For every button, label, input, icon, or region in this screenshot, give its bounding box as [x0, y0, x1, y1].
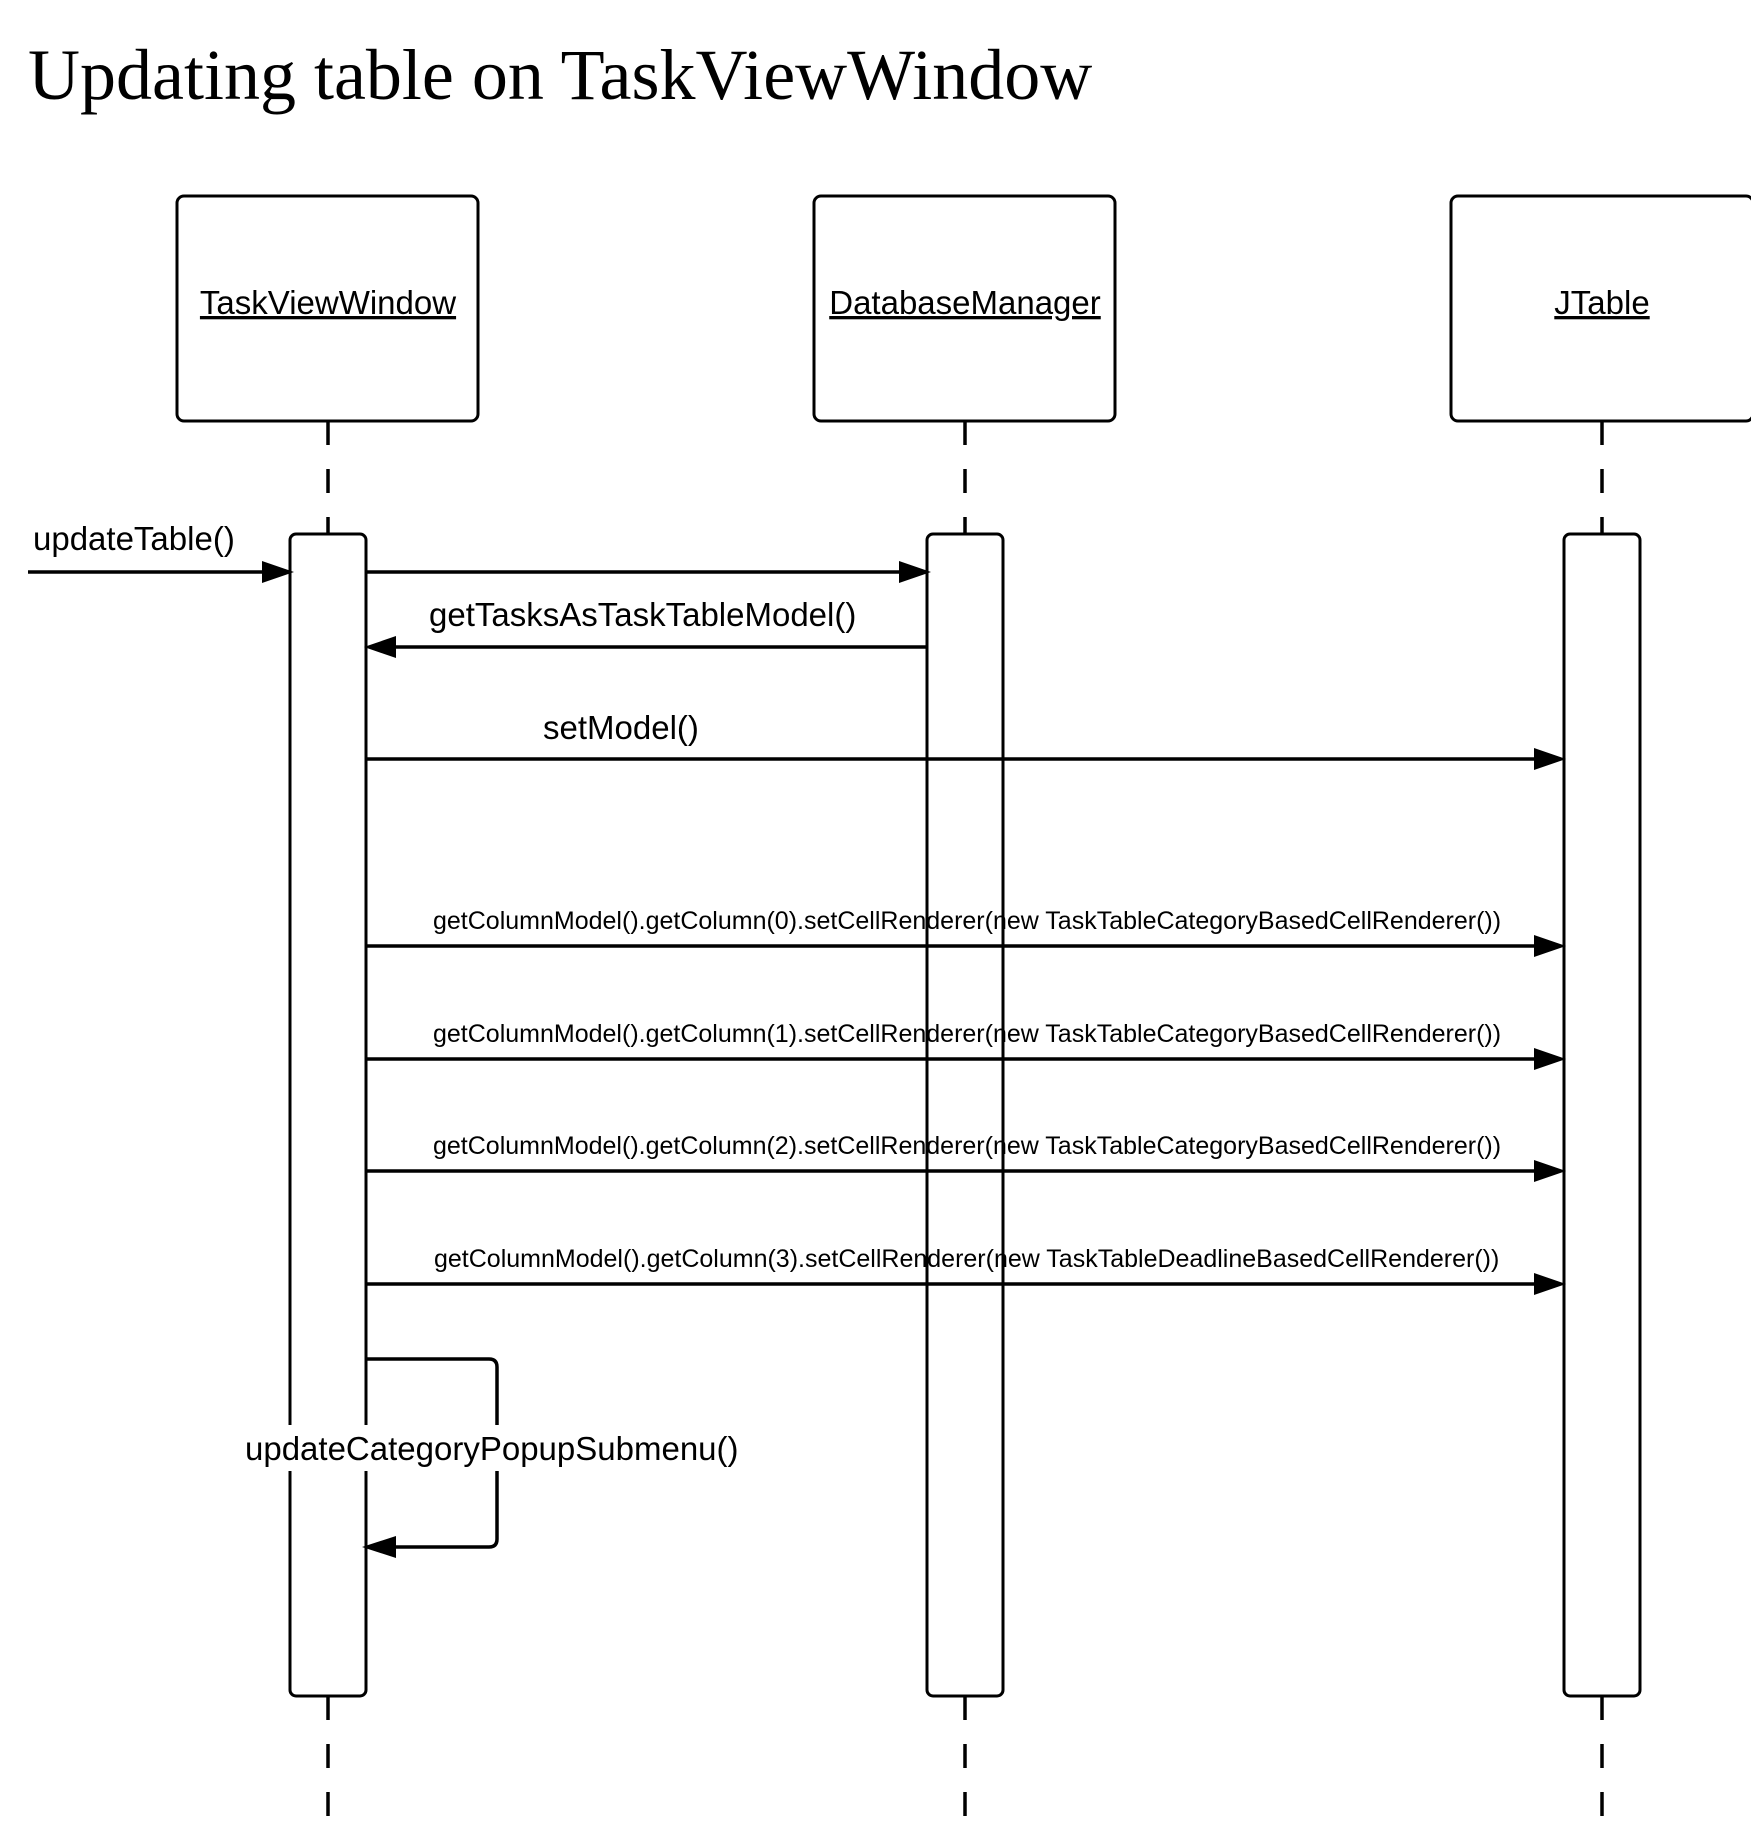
participant-box [1449, 194, 1751, 423]
participant-databasemanager: DatabaseManager [812, 194, 1117, 423]
arrowhead-icon [262, 561, 294, 583]
activation-bar-taskviewwindow [288, 532, 368, 1698]
message-label: setModel() [543, 709, 699, 746]
activation-bar-databasemanager [925, 532, 1005, 1698]
participant-label: TaskViewWindow [200, 284, 456, 321]
message-call-databasemanager [366, 561, 931, 583]
participant-taskviewwindow: TaskViewWindow [175, 194, 480, 423]
arrowhead-icon [1534, 1048, 1566, 1070]
arrowhead-icon [899, 561, 931, 583]
message-updatecategorypopupsubmenu: updateCategoryPopupSubmenu() [240, 1357, 750, 1558]
participant-jtable: JTable [1449, 194, 1751, 423]
arrowhead-icon [364, 636, 396, 658]
message-label: getColumnModel().getColumn(0).setCellRen… [433, 907, 1501, 935]
diagram-title: Updating table on TaskViewWindow [28, 35, 1092, 115]
message-setcellrenderer-column-2: getColumnModel().getColumn(2).setCellRen… [366, 1132, 1566, 1182]
message-setcellrenderer-column-0: getColumnModel().getColumn(0).setCellRen… [366, 907, 1566, 957]
message-setmodel: setModel() [366, 709, 1566, 770]
message-label: getTasksAsTaskTableModel() [429, 596, 856, 633]
message-gettasksastasktablemodel: getTasksAsTaskTableModel() [364, 596, 927, 658]
arrowhead-icon [362, 1536, 396, 1558]
arrowhead-icon [1534, 748, 1566, 770]
message-label: updateCategoryPopupSubmenu() [245, 1430, 739, 1467]
message-label-background [240, 1425, 750, 1471]
arrowhead-icon [1534, 1273, 1566, 1295]
message-label: getColumnModel().getColumn(2).setCellRen… [433, 1132, 1501, 1160]
participant-label: DatabaseManager [829, 284, 1101, 321]
lifelines [326, 421, 1604, 1830]
participant-box [812, 194, 1117, 423]
participant-label: JTable [1554, 284, 1649, 321]
message-setcellrenderer-column-1: getColumnModel().getColumn(1).setCellRen… [366, 1020, 1566, 1070]
arrowhead-icon [1534, 935, 1566, 957]
participant-box [175, 194, 480, 423]
message-label: getColumnModel().getColumn(1).setCellRen… [433, 1020, 1501, 1048]
activation-bar-jtable [1562, 532, 1642, 1698]
message-setcellrenderer-column-3: getColumnModel().getColumn(3).setCellRen… [366, 1245, 1566, 1295]
message-label: updateTable() [33, 520, 235, 557]
message-updatetable: updateTable() [28, 520, 294, 583]
arrowhead-icon [1534, 1160, 1566, 1182]
message-label: getColumnModel().getColumn(3).setCellRen… [434, 1245, 1499, 1273]
